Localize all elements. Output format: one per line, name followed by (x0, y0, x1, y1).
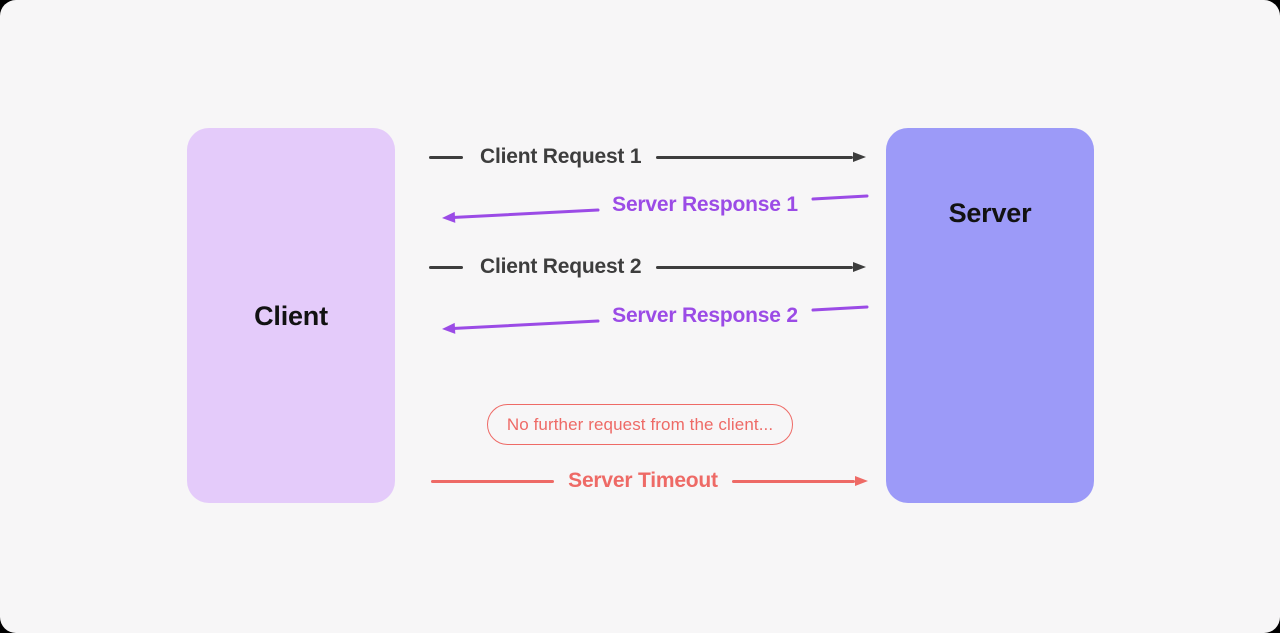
right-arrowhead-icon (855, 475, 868, 486)
arrow-line (453, 208, 600, 219)
arrow-line (431, 479, 555, 483)
server-timeout-label: Server Timeout (568, 469, 718, 492)
client-request-1-label: Client Request 1 (480, 145, 642, 168)
arrow-tail-from-server (811, 194, 869, 201)
server-response-1-arrow: Server Response 1 (442, 193, 869, 223)
server-response-2-label: Server Response 2 (612, 304, 798, 327)
arrow-line (656, 151, 866, 162)
client-node-label: Client (254, 300, 328, 331)
arrow-tail-from-server (811, 305, 869, 312)
client-node: Client (187, 128, 395, 503)
note-label: No further request from the client... (506, 414, 774, 434)
left-arrowhead-icon (442, 211, 456, 223)
client-request-2-arrow: Client Request 2 (429, 253, 866, 281)
arrow-line (453, 319, 600, 330)
client-request-1-arrow: Client Request 1 (429, 143, 866, 171)
arrow-tail-dash (429, 265, 463, 269)
server-node-label: Server (948, 198, 1032, 228)
client-request-2-label: Client Request 2 (480, 255, 642, 278)
arrow-line (731, 475, 868, 486)
server-response-2-arrow: Server Response 2 (442, 304, 869, 334)
arrow-line (656, 261, 866, 272)
no-further-request-note: No further request from the client... (487, 404, 793, 445)
server-timeout-arrow: Server Timeout (431, 467, 868, 495)
right-arrowhead-icon (853, 261, 866, 272)
right-arrowhead-icon (853, 151, 866, 162)
left-arrowhead-icon (442, 322, 456, 334)
server-response-1-label: Server Response 1 (612, 193, 798, 216)
server-node: Server (886, 128, 1094, 503)
arrow-tail-dash (429, 155, 463, 159)
